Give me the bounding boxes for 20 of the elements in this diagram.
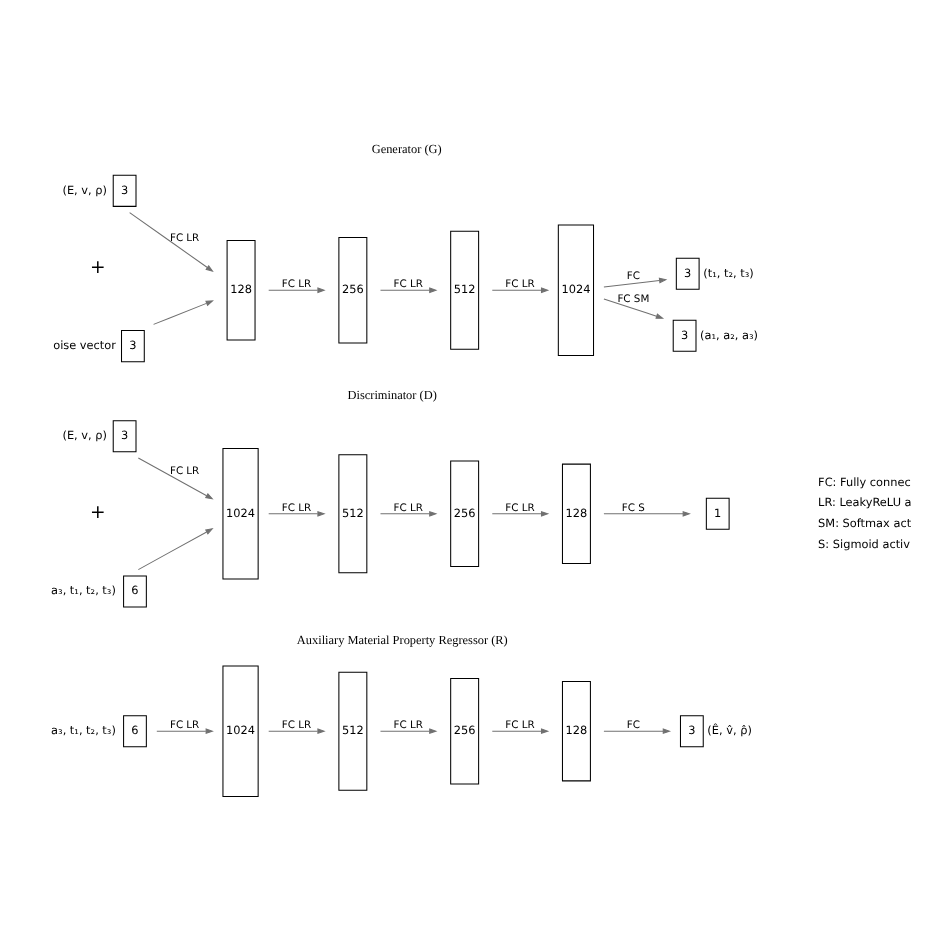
arrow (267, 509, 325, 516)
arrow (136, 527, 213, 570)
label: + (88, 501, 105, 524)
arrow (490, 509, 549, 516)
arrow (267, 727, 325, 734)
arrow (128, 211, 213, 272)
arrow (136, 456, 213, 499)
arrow (602, 727, 671, 734)
arrow (152, 299, 213, 324)
arrow (378, 509, 437, 516)
arrow (490, 727, 549, 734)
arrow (602, 297, 664, 318)
arrow (378, 727, 437, 734)
arrow (155, 727, 213, 734)
arrow (490, 286, 549, 293)
label: + (88, 256, 105, 279)
arrow (267, 286, 325, 293)
arrow (602, 509, 690, 516)
arrow (602, 276, 667, 287)
arrow (378, 286, 437, 293)
